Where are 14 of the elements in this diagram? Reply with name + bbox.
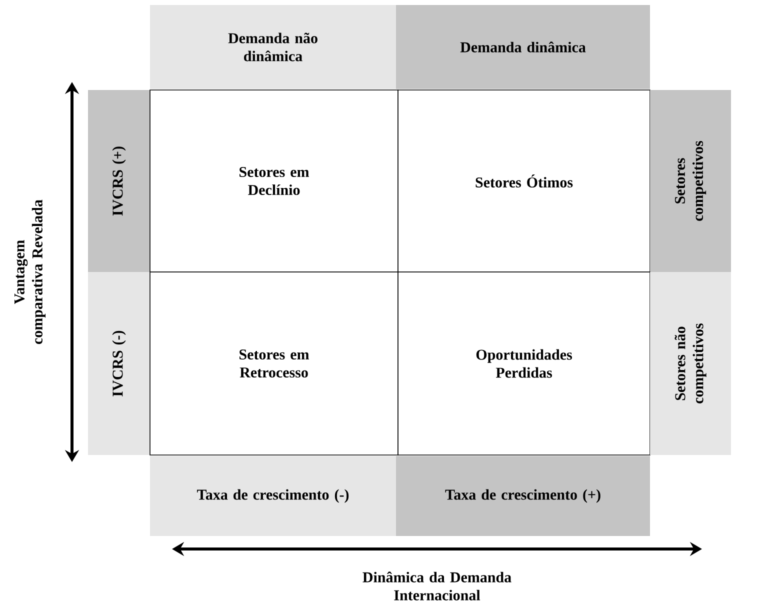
quadrant-box: Setores em Retrocesso [150,272,398,456]
header-cell: Setores não competitivos [650,272,731,455]
header-cell: Setores competitivos [650,90,731,272]
quadrant-box: Setores em Declínio [150,90,398,272]
header-cell: Taxa de crescimento (-) [150,456,396,536]
quadrant-box: Oportunidades Perdidas [398,272,650,456]
header-cell: Demanda dinâmica [396,5,650,89]
axis-label: Vantagem comparativa Revelada [14,200,46,344]
header-cell: IVCRS (+) [88,90,150,272]
header-cell: IVCRS (-) [88,272,150,455]
header-cell: Demanda não dinâmica [150,5,396,89]
axis-label: Dinâmica da Demanda Internacional [362,572,512,600]
quadrant-box: Setores Ótimos [398,90,650,272]
header-cell: Taxa de crescimento (+) [396,456,650,536]
